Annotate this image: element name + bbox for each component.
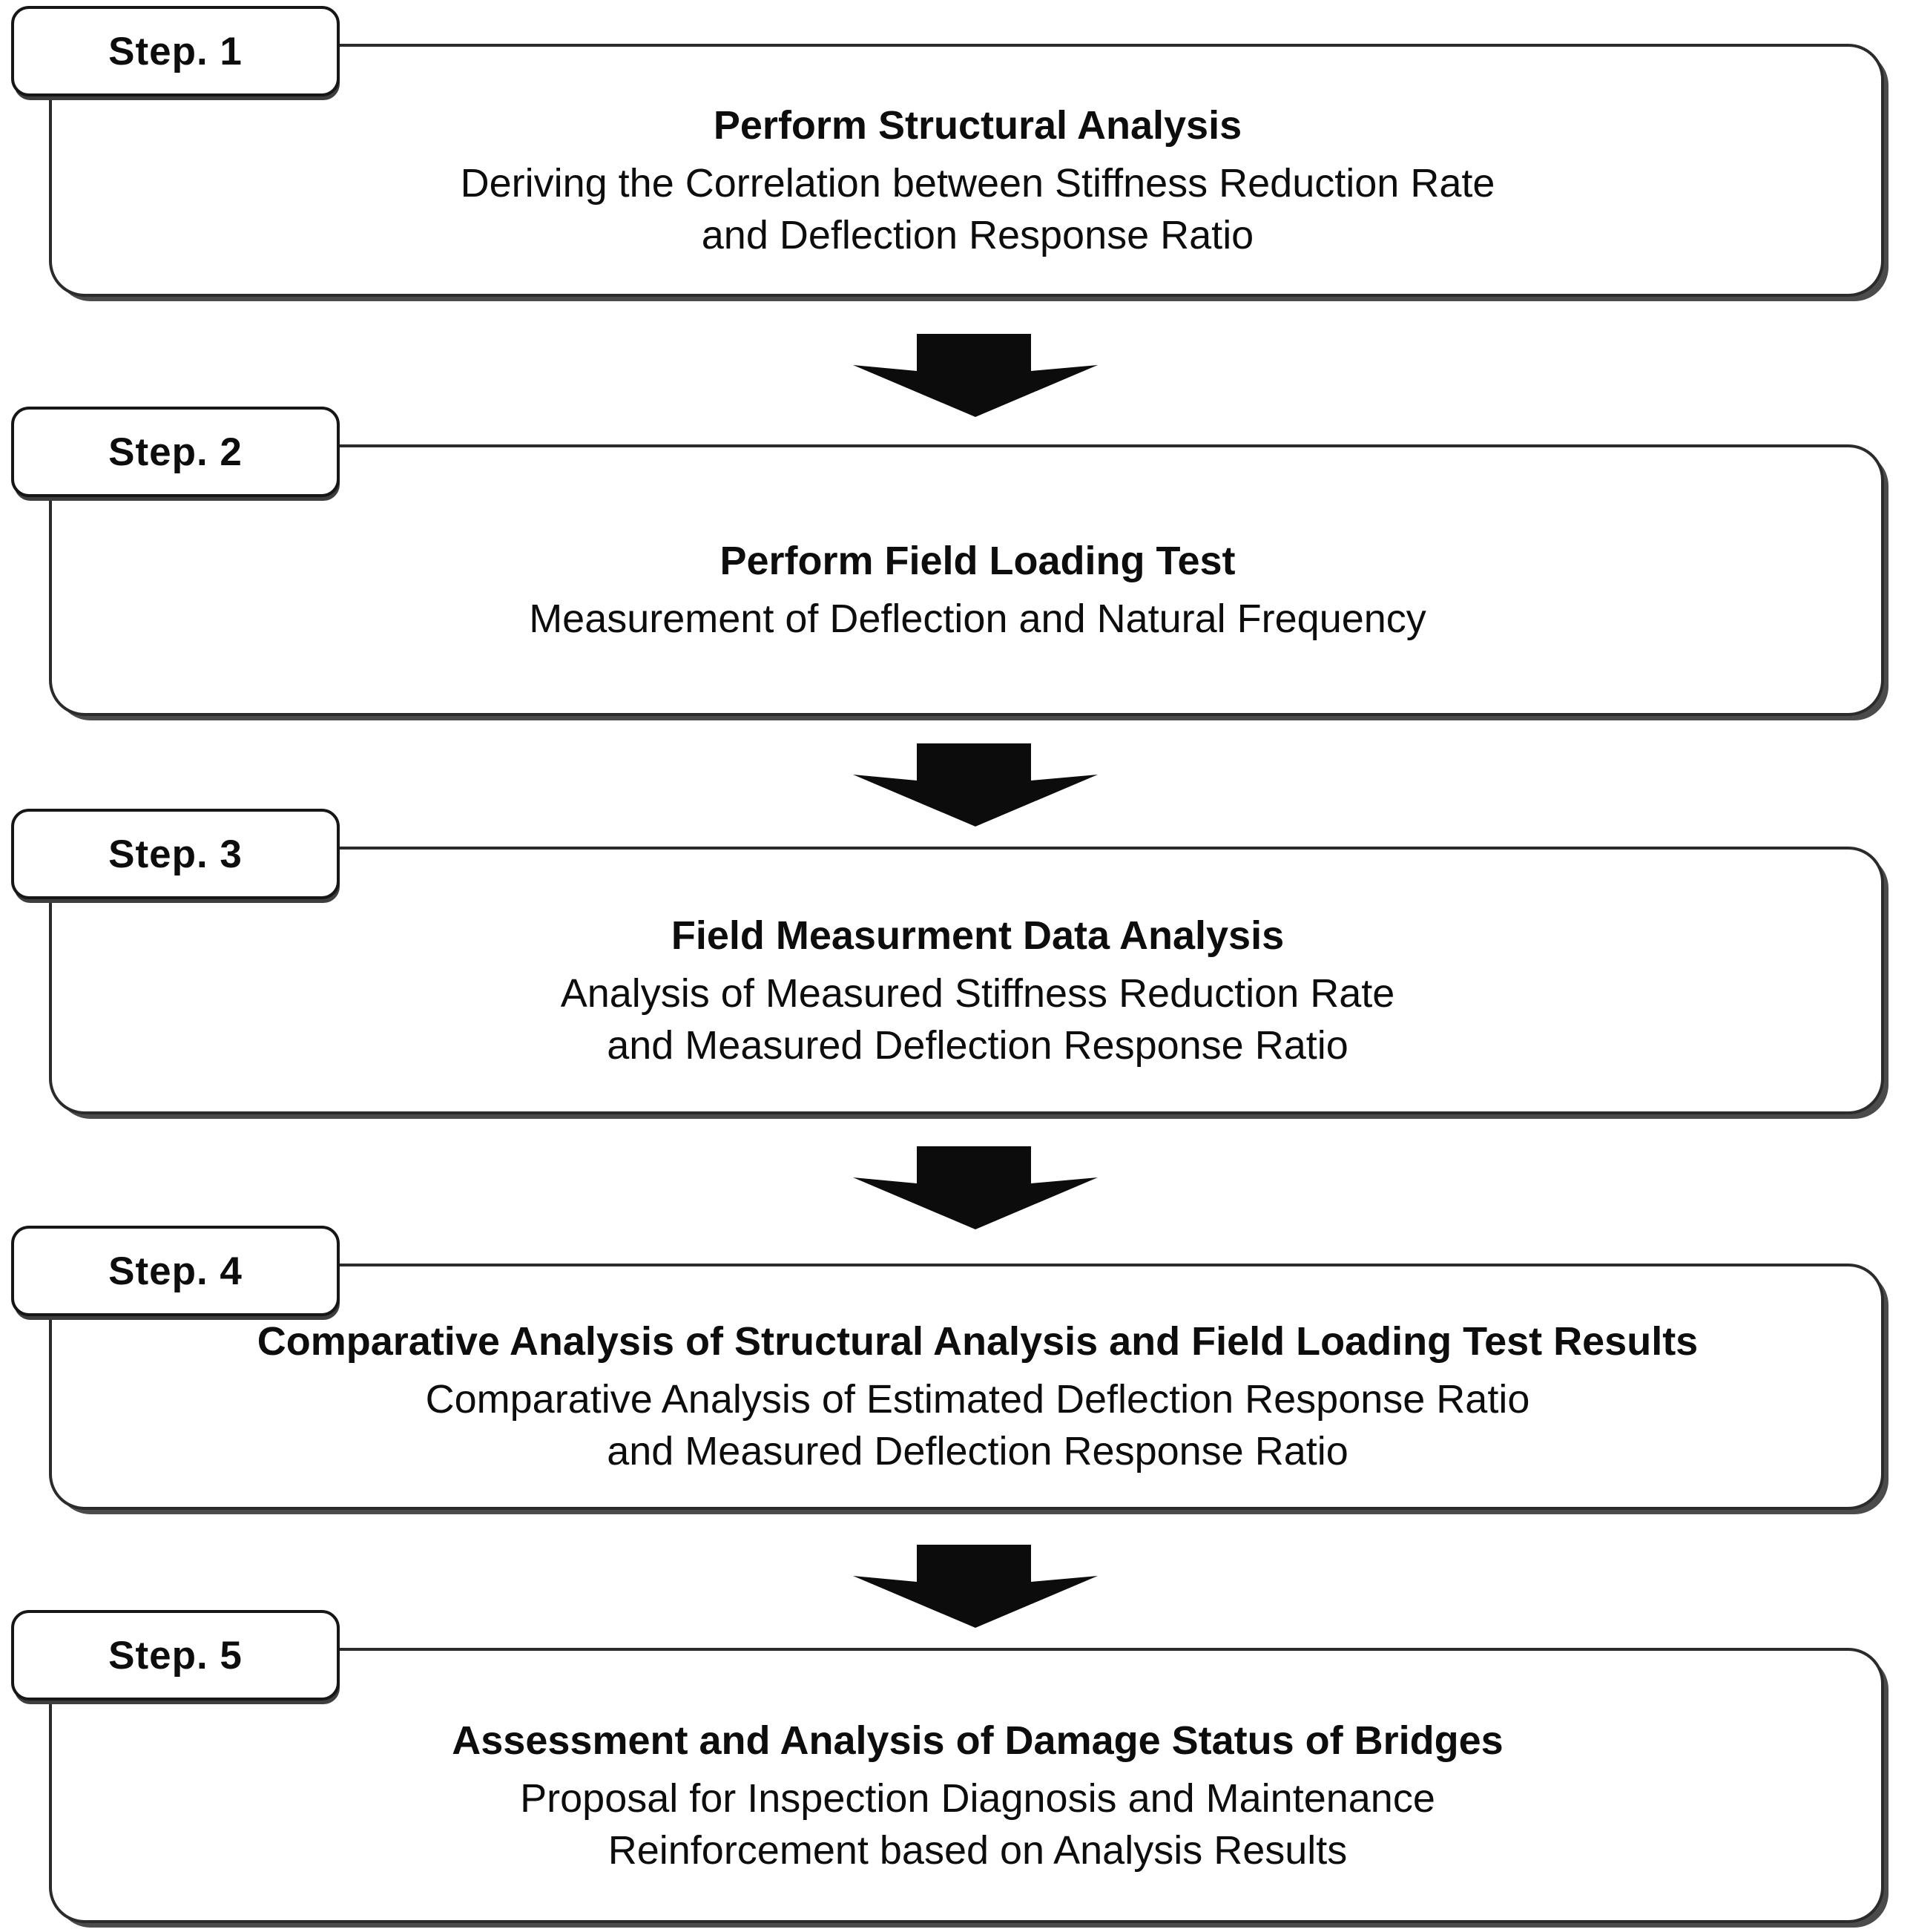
- step-2-box: Perform Field Loading Test Measurement o…: [49, 444, 1884, 716]
- step-2-label: Step. 2: [108, 430, 243, 474]
- step-3: Field Measurment Data Analysis Analysis …: [0, 809, 1884, 1114]
- step-5: Assessment and Analysis of Damage Status…: [0, 1610, 1884, 1923]
- step-1-label-tab: Step. 1: [11, 6, 340, 96]
- step-2-title: Perform Field Loading Test: [719, 539, 1236, 583]
- step-1-label: Step. 1: [108, 29, 243, 73]
- down-arrow-icon: [853, 743, 1098, 827]
- step-3-subtitle-line-1: Analysis of Measured Stiffness Reduction…: [560, 970, 1395, 1016]
- step-5-subtitle-line-1: Proposal for Inspection Diagnosis and Ma…: [520, 1775, 1435, 1821]
- step-4: Comparative Analysis of Structural Analy…: [0, 1226, 1884, 1510]
- down-arrow-icon: [853, 334, 1098, 417]
- step-3-box: Field Measurment Data Analysis Analysis …: [49, 847, 1884, 1114]
- step-1: Perform Structural Analysis Deriving the…: [0, 6, 1884, 297]
- step-1-subtitle-line-1: Deriving the Correlation between Stiffne…: [460, 160, 1495, 206]
- step-3-label-tab: Step. 3: [11, 809, 340, 899]
- step-2-subtitle-line-1: Measurement of Deflection and Natural Fr…: [529, 597, 1426, 641]
- step-3-title: Field Measurment Data Analysis: [671, 913, 1285, 958]
- step-1-subtitle-line-2: and Deflection Response Ratio: [701, 212, 1254, 257]
- step-4-title: Comparative Analysis of Structural Analy…: [257, 1319, 1699, 1364]
- step-4-subtitle-line-1: Comparative Analysis of Estimated Deflec…: [425, 1377, 1530, 1422]
- down-arrow-icon: [853, 1545, 1098, 1628]
- step-4-label: Step. 4: [108, 1249, 243, 1293]
- step-5-box: Assessment and Analysis of Damage Status…: [49, 1648, 1884, 1923]
- step-5-title: Assessment and Analysis of Damage Status…: [452, 1718, 1504, 1763]
- step-5-label-tab: Step. 5: [11, 1610, 340, 1701]
- step-2: Perform Field Loading Test Measurement o…: [0, 407, 1884, 716]
- down-arrow-icon: [853, 1146, 1098, 1229]
- step-5-label: Step. 5: [108, 1633, 243, 1678]
- step-1-box: Perform Structural Analysis Deriving the…: [49, 44, 1884, 297]
- step-5-subtitle-line-2: Reinforcement based on Analysis Results: [607, 1827, 1348, 1873]
- step-4-label-tab: Step. 4: [11, 1226, 340, 1316]
- step-4-subtitle-line-2: and Measured Deflection Response Ratio: [607, 1429, 1348, 1473]
- step-3-subtitle-line-2: and Measured Deflection Response Ratio: [607, 1022, 1348, 1068]
- step-4-box: Comparative Analysis of Structural Analy…: [49, 1264, 1884, 1510]
- step-3-label: Step. 3: [108, 832, 243, 876]
- step-1-title: Perform Structural Analysis: [713, 102, 1242, 148]
- step-2-label-tab: Step. 2: [11, 407, 340, 497]
